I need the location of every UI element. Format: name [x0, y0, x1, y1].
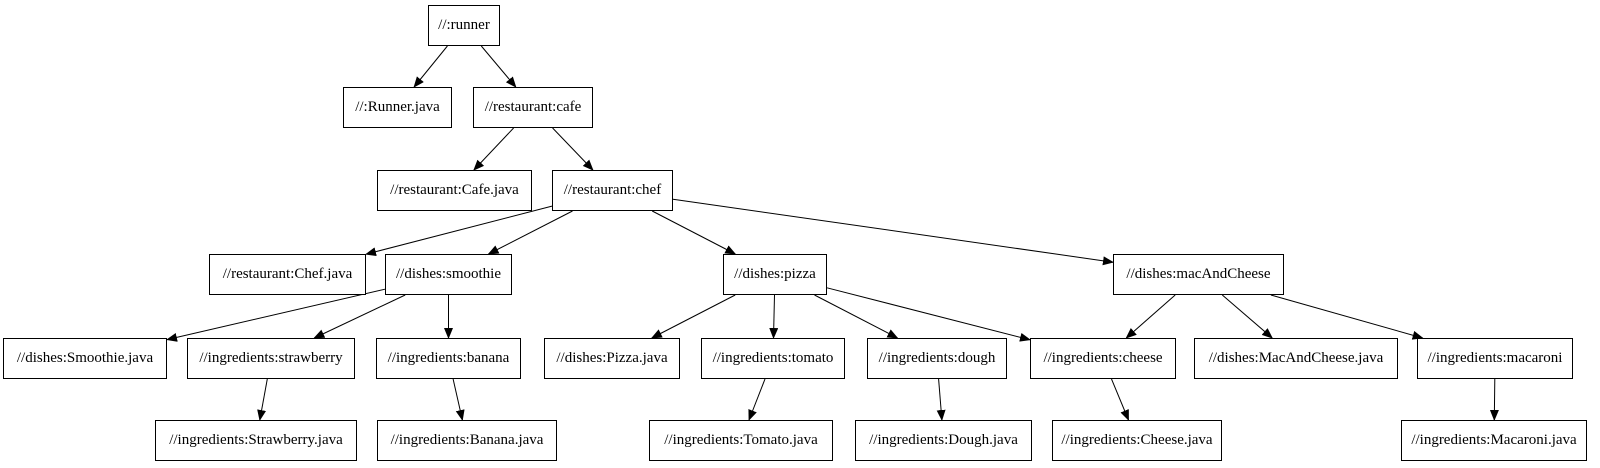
graph-node-tomato: //ingredients:tomato [701, 338, 845, 379]
edge-chef-smoothie [487, 210, 573, 255]
graph-node-strawberry: //ingredients:strawberry [187, 338, 355, 379]
graph-node-runner: //:runner [428, 5, 500, 46]
edge-macAndCheese-cheese [1125, 294, 1176, 339]
graph-node-tomatoJava: //ingredients:Tomato.java [649, 420, 833, 461]
edge-cafe-cafeJava [473, 127, 514, 171]
edge-runner-runnerJava [413, 45, 448, 88]
edge-banana-bananaJava [452, 378, 465, 421]
graph-node-runnerJava: //:Runner.java [343, 87, 452, 128]
edge-strawberry-strawberryJava [257, 378, 268, 421]
graph-node-bananaJava: //ingredients:Banana.java [377, 420, 557, 461]
graph-node-strawberryJava: //ingredients:Strawberry.java [155, 420, 357, 461]
graph-node-banana: //ingredients:banana [376, 338, 521, 379]
graph-node-dough: //ingredients:dough [867, 338, 1007, 379]
edge-pizza-cheese [826, 287, 1031, 342]
graph-node-macaroni: //ingredients:macaroni [1417, 338, 1573, 379]
graph-node-macAndCheeseJava: //dishes:MacAndCheese.java [1194, 338, 1398, 379]
edge-smoothie-strawberry [313, 294, 406, 339]
graph-node-cheese: //ingredients:cheese [1030, 338, 1176, 379]
edge-pizza-tomato [769, 294, 779, 339]
graph-node-cheeseJava: //ingredients:Cheese.java [1052, 420, 1222, 461]
edge-chef-pizza [651, 210, 737, 255]
edge-macAndCheese-macaroni [1270, 294, 1424, 340]
graph-node-chef: //restaurant:chef [552, 170, 673, 211]
edge-runner-cafe [480, 45, 517, 88]
edge-cheese-cheeseJava [1111, 378, 1129, 421]
graph-node-cafeJava: //restaurant:Cafe.java [377, 170, 532, 211]
edge-group [166, 45, 1499, 421]
edge-cafe-chef [552, 127, 594, 171]
edge-smoothie-smoothieJava [166, 288, 386, 342]
edge-macaroni-macaroniJava [1489, 378, 1499, 421]
graph-node-smoothieJava: //dishes:Smoothie.java [3, 338, 167, 379]
graph-node-macAndCheese: //dishes:macAndCheese [1113, 254, 1284, 295]
graph-node-pizza: //dishes:pizza [723, 254, 827, 295]
graph-node-smoothie: //dishes:smoothie [385, 254, 512, 295]
graph-node-pizzaJava: //dishes:Pizza.java [544, 338, 680, 379]
edge-pizza-pizzaJava [650, 294, 736, 339]
graph-node-cafe: //restaurant:cafe [473, 87, 593, 128]
edge-macAndCheese-macAndCheeseJava [1221, 294, 1273, 339]
edge-pizza-dough [814, 294, 899, 339]
graph-node-macaroniJava: //ingredients:Macaroni.java [1401, 420, 1587, 461]
edge-chef-macAndCheese [672, 198, 1114, 266]
graph-node-chefJava: //restaurant:Chef.java [209, 254, 366, 295]
edge-tomato-tomatoJava [748, 378, 766, 421]
graph-node-doughJava: //ingredients:Dough.java [855, 420, 1032, 461]
edge-dough-doughJava [936, 378, 946, 421]
edge-chef-chefJava [365, 205, 553, 257]
